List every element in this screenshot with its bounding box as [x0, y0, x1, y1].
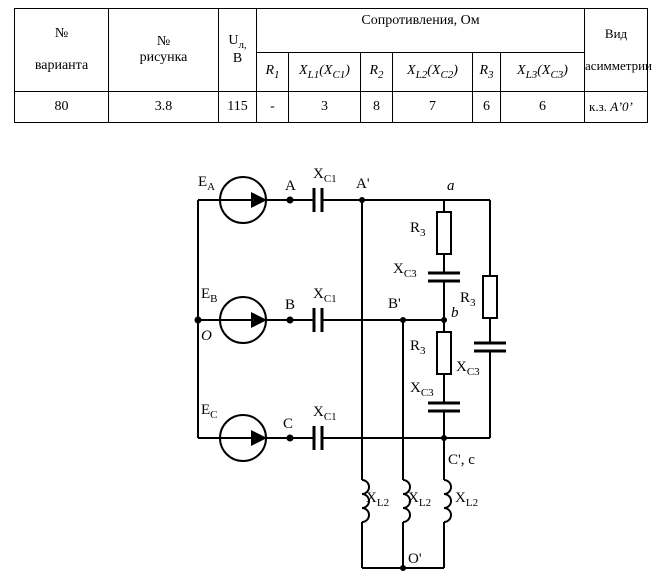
label-node-a-prime: A' — [356, 176, 370, 192]
header-xl3: XL3(XC3) — [499, 52, 586, 92]
cell-xl3: 6 — [499, 91, 586, 123]
cell-r1: - — [256, 91, 289, 123]
header-xl2: XL2(XC2) — [392, 52, 473, 92]
label-cap-b: XC1 — [313, 286, 337, 305]
label-xc3-mid: XC3 — [410, 380, 434, 399]
label-source-c: EC — [201, 402, 218, 421]
label-node-c-prime: C', c — [448, 452, 475, 468]
label-xl2-1: XL2 — [366, 490, 389, 509]
header-voltage: Uл,В — [218, 8, 257, 92]
label-xc3-top: XC3 — [393, 261, 417, 280]
cell-figure: 3.8 — [108, 91, 219, 123]
cell-xl2: 7 — [392, 91, 473, 123]
cell-voltage: 115 — [218, 91, 257, 123]
header-xl1: XL1(XC1) — [288, 52, 361, 92]
label-node-b-prime: B' — [388, 296, 401, 312]
label-node-b-small: b — [451, 305, 459, 321]
resistor-r3-right — [482, 275, 498, 319]
label-xl2-2: XL2 — [408, 490, 431, 509]
resistor-r3-top — [436, 211, 452, 255]
header-r3: R3 — [472, 52, 501, 92]
label-source-a: EA — [198, 174, 215, 193]
resistor-r3-mid — [436, 331, 452, 375]
label-node-c: C — [283, 416, 293, 432]
label-source-b: EB — [201, 286, 218, 305]
header-r1: R1 — [256, 52, 289, 92]
inductor-xl2-1 — [361, 479, 370, 523]
label-r3-top: R3 — [410, 220, 426, 239]
node-b-dot — [286, 316, 294, 324]
cell-asymmetry: к.з. A’0’ — [584, 91, 649, 123]
node-a-dot — [286, 196, 294, 204]
label-xl2-3: XL2 — [455, 490, 478, 509]
label-node-b: B — [285, 297, 295, 313]
inductor-xl2-2 — [402, 479, 411, 523]
label-r3-mid: R3 — [410, 338, 426, 357]
label-node-o: O — [201, 328, 212, 344]
label-node-a-small: a — [447, 178, 455, 194]
cell-variant: 80 — [14, 91, 109, 123]
cell-xl1: 3 — [288, 91, 361, 123]
label-node-a: A — [285, 178, 296, 194]
label-r3-right: R3 — [460, 290, 476, 309]
node-c-dot — [286, 434, 294, 442]
label-xc3-right: XC3 — [456, 359, 480, 378]
header-r2: R2 — [360, 52, 393, 92]
label-cap-a: XC1 — [313, 166, 337, 185]
inductor-xl2-3 — [443, 479, 452, 523]
table-row: 80 3.8 115 - 3 8 7 6 6 к.з. A’0’ — [14, 91, 649, 123]
label-node-o-prime: O' — [408, 551, 422, 567]
node-o-prime-dot — [400, 565, 406, 571]
label-cap-c: XC1 — [313, 404, 337, 423]
